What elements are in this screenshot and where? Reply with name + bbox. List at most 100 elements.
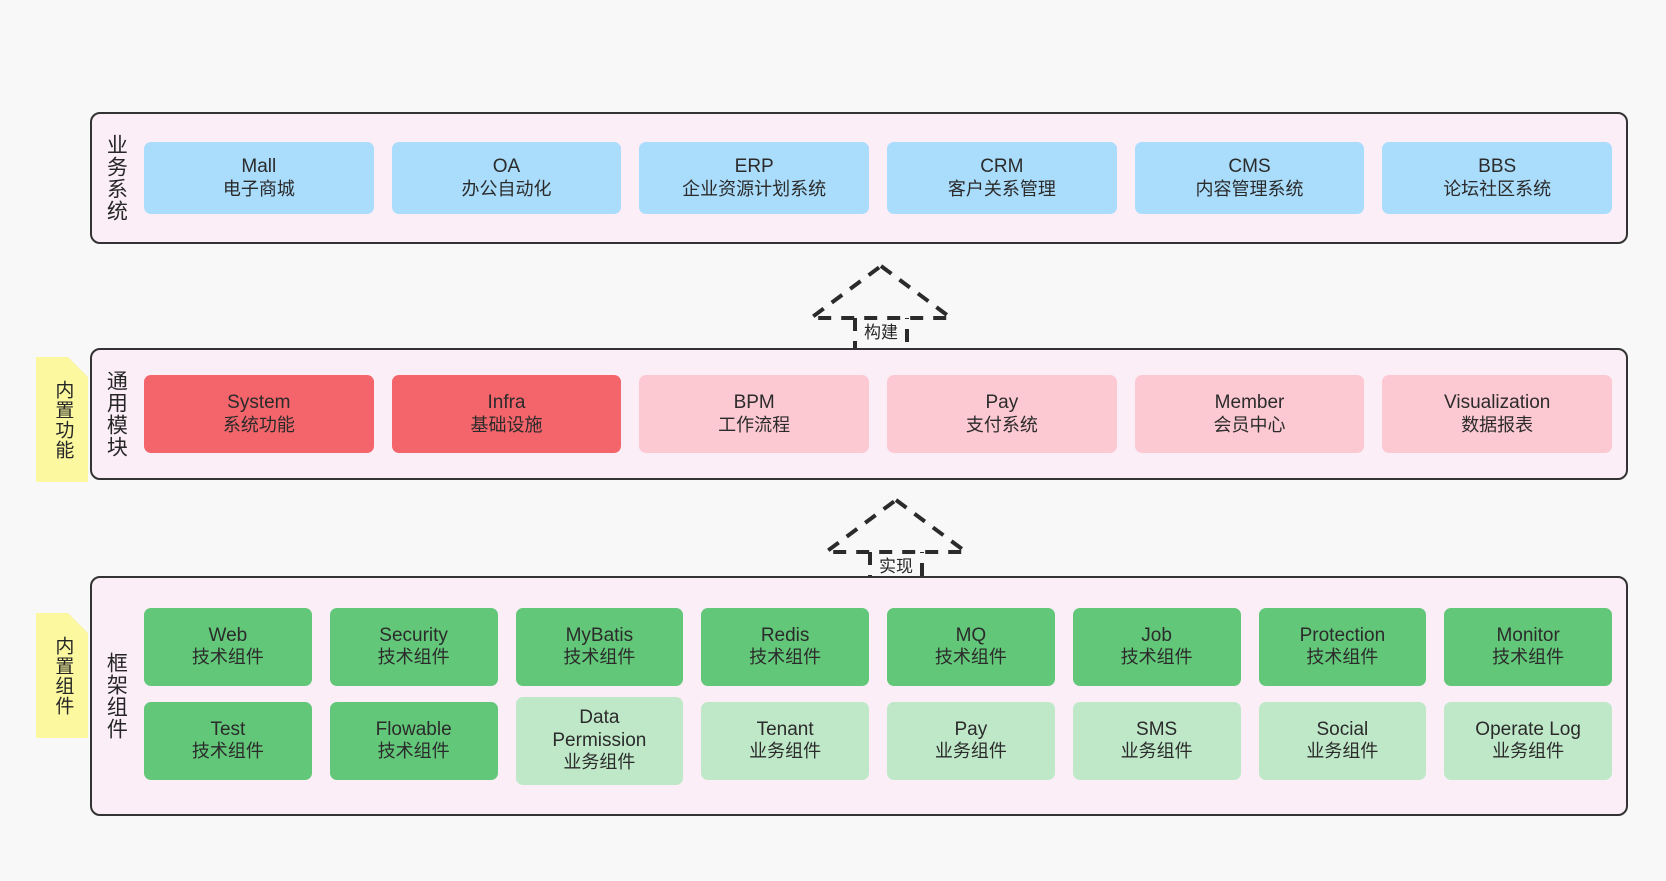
node-title-cn: 办公自动化: [461, 178, 552, 199]
node-data-permission[interactable]: Data Permission 业务组件: [515, 696, 684, 785]
node-title-cn: 业务组件: [934, 741, 1007, 762]
node-tenant[interactable]: Tenant 业务组件: [701, 701, 869, 780]
node-title-en: System: [227, 392, 291, 414]
node-title-en: Flowable: [375, 718, 452, 740]
node-title-en: Mall: [241, 156, 277, 178]
node-title-cn: 电子商城: [222, 178, 295, 199]
node-title-cn: 技术组件: [1120, 647, 1193, 668]
node-row: Mall 电子商城 OA 办公自动化 ERP 企业资源计划系统 CRM 客户关系…: [144, 142, 1613, 214]
node-title-cn: 技术组件: [191, 741, 264, 762]
node-title-cn: 技术组件: [377, 741, 450, 762]
layer-title-framework-component: 框架组件: [104, 652, 128, 740]
node-title-en: SMS: [1136, 718, 1178, 740]
layer-body-business-system: Mall 电子商城 OA 办公自动化 ERP 企业资源计划系统 CRM 客户关系…: [138, 114, 1626, 242]
node-title-en: OA: [492, 156, 521, 178]
node-title-en: MyBatis: [565, 624, 634, 646]
connector-label-implement: 实现: [879, 557, 913, 576]
note-label: 内置组件: [52, 635, 74, 716]
node-flowable[interactable]: Flowable 技术组件: [329, 701, 498, 780]
connector-build: 构建: [804, 262, 958, 354]
node-protection[interactable]: Protection 技术组件: [1258, 607, 1427, 686]
node-title-en: Job: [1141, 624, 1172, 646]
node-bpm[interactable]: BPM 工作流程: [639, 375, 870, 453]
node-monitor[interactable]: Monitor 技术组件: [1444, 607, 1612, 686]
generalization-triangle-icon: [804, 263, 958, 320]
node-title-en: Security: [379, 624, 448, 646]
connector-implement: 实现: [819, 496, 973, 588]
node-title-cn: 基础设施: [470, 414, 543, 435]
layer-body-common-module: System 系统功能 Infra 基础设施 BPM 工作流程 Pay 支付系统…: [138, 350, 1626, 478]
node-title-cn: 技术组件: [1306, 647, 1379, 668]
node-title-cn: 技术组件: [749, 647, 822, 668]
node-erp[interactable]: ERP 企业资源计划系统: [639, 142, 870, 214]
node-title-en: Protection: [1299, 624, 1386, 646]
node-pay-component[interactable]: Pay 业务组件: [887, 701, 1055, 780]
layer-framework-component[interactable]: 框架组件 Web 技术组件 Security 技术组件 MyBatis 技术组件…: [90, 576, 1628, 816]
note-builtin-function: 内置功能: [36, 357, 88, 482]
node-infra[interactable]: Infra 基础设施: [391, 375, 622, 453]
node-oa[interactable]: OA 办公自动化: [391, 142, 622, 214]
node-operate-log[interactable]: Operate Log 业务组件: [1444, 701, 1612, 780]
node-test[interactable]: Test 技术组件: [144, 701, 312, 780]
node-mq[interactable]: MQ 技术组件: [887, 607, 1055, 686]
node-pay-module[interactable]: Pay 支付系统: [887, 375, 1117, 453]
node-title-en: BPM: [733, 392, 775, 414]
node-title-en: Social: [1316, 718, 1369, 740]
node-row: System 系统功能 Infra 基础设施 BPM 工作流程 Pay 支付系统…: [144, 375, 1613, 453]
node-title-en: BBS: [1478, 156, 1517, 178]
node-visualization[interactable]: Visualization 数据报表: [1382, 375, 1613, 453]
node-title-cn: 数据报表: [1461, 414, 1534, 435]
node-title-en: Visualization: [1444, 392, 1551, 414]
node-web[interactable]: Web 技术组件: [144, 607, 312, 686]
node-title-cn: 技术组件: [563, 647, 636, 668]
generalization-triangle-icon: [819, 497, 973, 554]
node-bbs[interactable]: BBS 论坛社区系统: [1382, 142, 1613, 214]
node-title-en: Pay: [954, 718, 988, 740]
layer-body-framework-component: Web 技术组件 Security 技术组件 MyBatis 技术组件 Redi…: [138, 578, 1626, 814]
node-title-cn: 业务组件: [1120, 741, 1193, 762]
node-title-en: MQ: [955, 624, 987, 646]
node-title-cn: 论坛社区系统: [1443, 178, 1552, 199]
node-title-en: Member: [1214, 392, 1285, 414]
node-title-en: Web: [208, 624, 248, 646]
note-fold-corner-icon: [68, 357, 88, 377]
node-title-cn: 支付系统: [965, 414, 1038, 435]
node-job[interactable]: Job 技术组件: [1072, 607, 1241, 686]
layer-title-common-module: 通用模块: [104, 370, 128, 458]
node-title-cn: 技术组件: [1492, 647, 1565, 668]
node-mall[interactable]: Mall 电子商城: [144, 142, 374, 214]
node-title-cn: 技术组件: [377, 647, 450, 668]
node-sms[interactable]: SMS 业务组件: [1072, 701, 1241, 780]
node-title-en: Operate Log: [1475, 718, 1581, 740]
node-title-en: CRM: [980, 156, 1024, 178]
layer-common-module[interactable]: 通用模块 System 系统功能 Infra 基础设施 BPM 工作流程 Pay…: [90, 348, 1628, 480]
node-title-en: Test: [210, 718, 246, 740]
node-title-en: Tenant: [756, 718, 814, 740]
node-title-cn: 业务组件: [563, 751, 636, 772]
node-row: Web 技术组件 Security 技术组件 MyBatis 技术组件 Redi…: [144, 607, 1612, 686]
node-title-cn: 技术组件: [191, 647, 264, 668]
node-title-en: Redis: [760, 624, 810, 646]
node-title-en: Pay: [985, 392, 1019, 414]
node-title-cn: 企业资源计划系统: [682, 178, 827, 199]
layer-business-system[interactable]: 业务系统 Mall 电子商城 OA 办公自动化 ERP 企业资源计划系统 CRM…: [90, 112, 1628, 244]
node-redis[interactable]: Redis 技术组件: [701, 607, 869, 686]
node-title-en: ERP: [734, 156, 774, 178]
node-security[interactable]: Security 技术组件: [329, 607, 498, 686]
node-title-en: Monitor: [1496, 624, 1560, 646]
node-title-cn: 工作流程: [718, 414, 791, 435]
node-title-cn: 业务组件: [1306, 741, 1379, 762]
connector-label-build: 构建: [864, 323, 898, 342]
node-system[interactable]: System 系统功能: [144, 375, 374, 453]
node-cms[interactable]: CMS 内容管理系统: [1134, 142, 1365, 214]
node-title-en: CMS: [1228, 156, 1271, 178]
node-title-cn: 内容管理系统: [1195, 178, 1304, 199]
node-social[interactable]: Social 业务组件: [1258, 701, 1427, 780]
node-mybatis[interactable]: MyBatis 技术组件: [515, 607, 684, 686]
node-title-cn: 系统功能: [222, 414, 295, 435]
node-title-en: Data Permission: [552, 707, 647, 751]
node-title-cn: 客户关系管理: [947, 178, 1056, 199]
node-member[interactable]: Member 会员中心: [1134, 375, 1365, 453]
node-crm[interactable]: CRM 客户关系管理: [887, 142, 1117, 214]
note-fold-corner-icon: [68, 613, 88, 633]
